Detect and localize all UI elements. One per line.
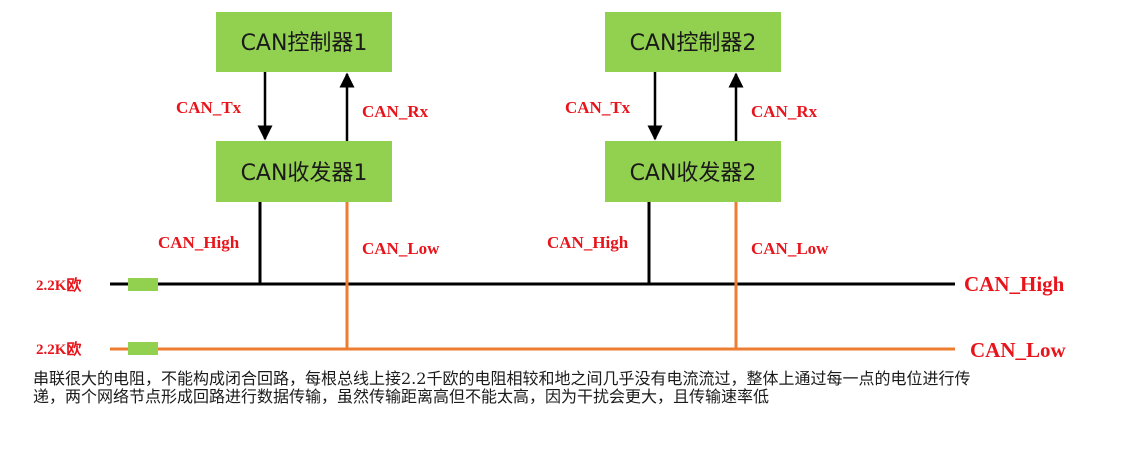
node-2: CAN控制器2 CAN收发器2 CAN_Tx CAN_Rx CAN_High C… — [547, 12, 829, 349]
low-label-2: CAN_Low — [751, 239, 829, 258]
resistor-high-label: 2.2K欧 — [36, 276, 81, 294]
node-1: CAN控制器1 CAN收发器1 CAN_Tx CAN_Rx CAN_High C… — [158, 12, 440, 349]
transceiver-label-1: CAN收发器1 — [241, 161, 368, 186]
tx-label-1: CAN_Tx — [176, 98, 242, 117]
resistor-low — [128, 342, 158, 355]
resistor-low-label: 2.2K欧 — [36, 340, 81, 358]
controller-label-1: CAN控制器1 — [241, 31, 368, 56]
rx-label-1: CAN_Rx — [362, 102, 429, 121]
bus-high-label: CAN_High — [964, 272, 1065, 296]
bus-low-label: CAN_Low — [970, 338, 1067, 362]
controller-box-2 — [605, 12, 781, 72]
transceiver-label-2: CAN收发器2 — [630, 161, 757, 186]
transceiver-box-2 — [605, 141, 781, 202]
controller-label-2: CAN控制器2 — [630, 31, 757, 56]
controller-box-1 — [216, 12, 392, 72]
rx-label-2: CAN_Rx — [751, 102, 818, 121]
transceiver-box-1 — [216, 141, 392, 202]
description-text: 串联很大的电阻，不能构成闭合回路，每根总线上接2.2千欧的电阻相较和地之间几乎没… — [33, 369, 971, 406]
high-label-1: CAN_High — [158, 233, 240, 252]
high-label-2: CAN_High — [547, 233, 629, 252]
resistor-high — [128, 278, 158, 291]
low-label-1: CAN_Low — [362, 239, 440, 258]
tx-label-2: CAN_Tx — [565, 98, 631, 117]
